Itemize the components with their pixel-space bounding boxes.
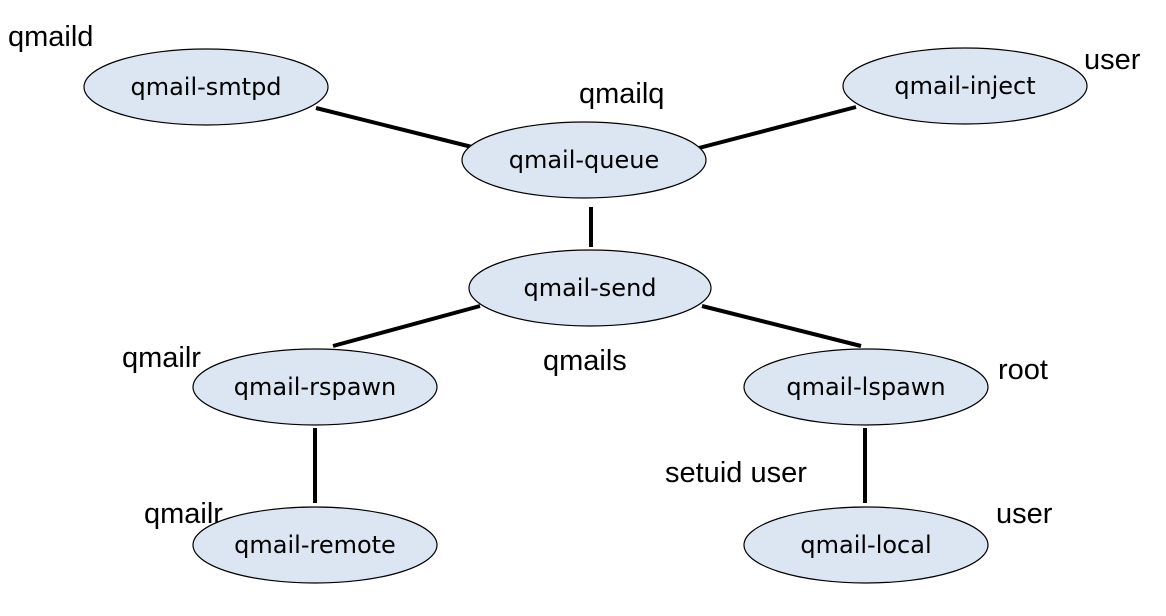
node-ellipse (192, 348, 438, 426)
node-qmail-rspawn: qmail-rspawn (192, 348, 438, 426)
node-label: qmail-local (800, 531, 931, 559)
user-label-rspawn: qmailr (122, 342, 201, 374)
node-ellipse (743, 348, 989, 426)
user-label-inject: user (1084, 44, 1141, 76)
node-label: qmail-inject (894, 72, 1035, 100)
node-ellipse (468, 249, 712, 327)
node-qmail-local: qmail-local (743, 506, 989, 584)
node-label: qmail-send (523, 274, 656, 302)
node-label: qmail-rspawn (234, 373, 396, 401)
edges (313, 105, 867, 503)
user-label-remote: qmailr (144, 498, 223, 530)
node-ellipse (743, 506, 989, 584)
node-ellipse (842, 47, 1088, 125)
user-label-queue: qmailq (579, 78, 664, 110)
node-ellipse (83, 48, 329, 126)
user-label-send: qmails (543, 345, 627, 377)
node-qmail-inject: qmail-inject (842, 47, 1088, 125)
node-qmail-send: qmail-send (468, 249, 712, 327)
user-label-smtpd: qmaild (8, 21, 93, 53)
node-ellipse (192, 506, 438, 584)
node-label: qmail-queue (509, 146, 660, 174)
node-qmail-lspawn: qmail-lspawn (743, 348, 989, 426)
user-label-lspawn: root (998, 354, 1048, 386)
node-qmail-queue: qmail-queue (461, 121, 707, 199)
node-label: qmail-lspawn (786, 373, 945, 401)
node-qmail-smtpd: qmail-smtpd (83, 48, 329, 126)
edge-inject-queue (694, 105, 857, 151)
user-label-setuid: setuid user (665, 457, 807, 489)
user-labels: qmaild user qmailq qmails qmailr root qm… (8, 21, 1141, 530)
edge-smtpd-queue (315, 106, 477, 150)
edge-send-rspawn (332, 304, 481, 348)
node-qmail-remote: qmail-remote (192, 506, 438, 584)
user-label-local: user (996, 498, 1053, 530)
node-label: qmail-smtpd (130, 73, 281, 101)
node-ellipse (461, 121, 707, 199)
node-label: qmail-remote (234, 531, 396, 559)
edge-send-lspawn (701, 304, 862, 348)
